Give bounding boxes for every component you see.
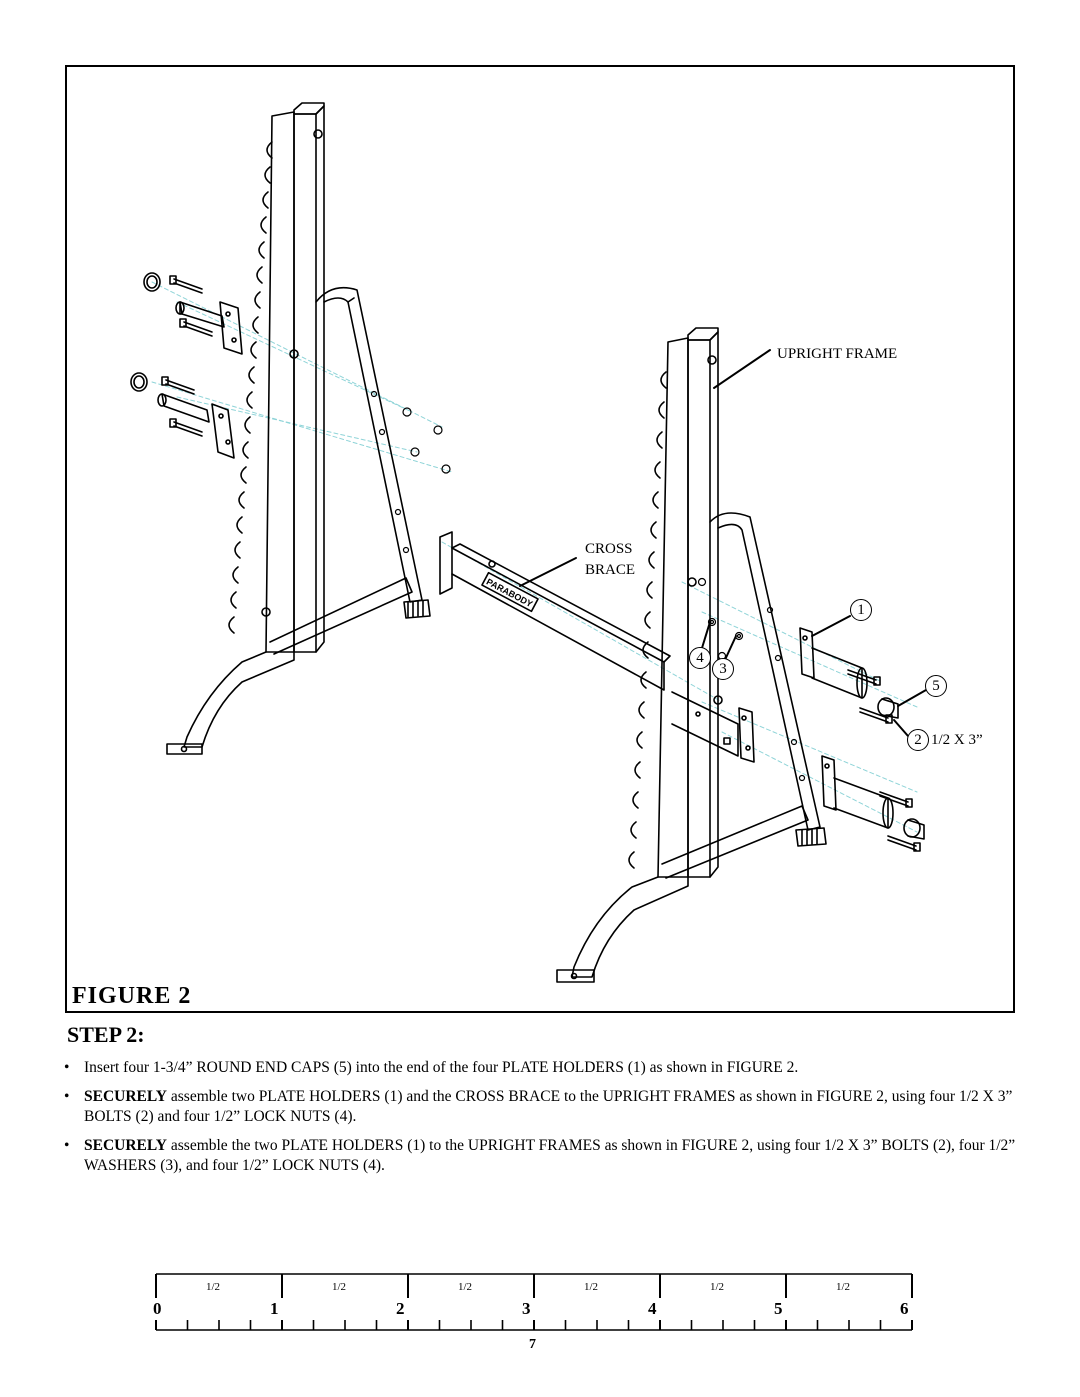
label-bolt-size: 1/2 X 3” [931, 732, 983, 748]
label-cross-brace-line2: BRACE [585, 562, 636, 578]
left-nuts [402, 407, 451, 474]
figure-2-frame: PARABODY [65, 65, 1015, 1013]
ruler-half-label: 1/2 [584, 1281, 598, 1293]
cross-brace: PARABODY [439, 531, 671, 691]
part-number-4: 4 [689, 647, 711, 669]
ruler-inch-label: 2 [396, 1299, 405, 1318]
left-bolt-lower-b [169, 418, 203, 437]
callout-leaders [519, 349, 927, 737]
right-hardware [697, 577, 925, 852]
part-number-1: 1 [850, 599, 872, 621]
ruler-inch-label: 0 [153, 1299, 162, 1318]
right-plate-holder-middle [738, 707, 755, 763]
rear-leg-holes [370, 390, 410, 554]
figure-caption: FIGURE 2 [72, 983, 192, 1009]
ruler-inch-label: 3 [522, 1299, 531, 1318]
ruler-inch-label: 6 [900, 1299, 909, 1318]
left-bolt-upper-a [169, 275, 203, 294]
measurement-ruler: 0 1/2 1 1/2 2 1/2 3 1/2 4 1/2 5 1/2 6 7 [153, 1273, 913, 1352]
right-rear-holes [766, 606, 806, 782]
ruler-half-label: 1/2 [710, 1281, 724, 1293]
right-bolt-lower-a [879, 791, 913, 808]
label-upright-frame: UPRIGHT FRAME [777, 346, 898, 362]
right-plate-holder-notches [628, 371, 667, 869]
squat-rack-exploded-diagram: PARABODY [130, 102, 927, 983]
part-number-5: 5 [925, 675, 947, 697]
ruler-half-label: 1/2 [458, 1281, 472, 1293]
right-plate-holder-upper [799, 627, 868, 699]
instruction-text: Insert four 1-3/4” ROUND END CAPS (5) in… [84, 1059, 799, 1076]
bullet-icon: • [64, 1059, 70, 1076]
right-bolt-upper-b [859, 707, 893, 724]
instruction-emphasis: SECURELY [84, 1088, 167, 1105]
ruler-inch-label: 4 [648, 1299, 657, 1318]
bullet-icon: • [64, 1137, 70, 1154]
left-plate-holder-upper [175, 301, 243, 355]
right-end-cap-lower [903, 818, 925, 840]
plate-holder-notches [228, 141, 273, 634]
part-number-2: 2 [907, 729, 929, 751]
bullet-icon: • [64, 1088, 70, 1105]
instruction-text: assemble two PLATE HOLDERS (1) and the C… [84, 1088, 1013, 1125]
step-heading: STEP 2: [67, 1022, 145, 1047]
left-bolt-upper-b [179, 318, 213, 337]
left-hardware [130, 272, 451, 474]
ruler-half-label: 1/2 [836, 1281, 850, 1293]
instruction-item: • SECURELY assemble two PLATE HOLDERS (1… [62, 1087, 1042, 1127]
ruler-inch-label: 5 [774, 1299, 783, 1318]
ruler-inch-label: 1 [270, 1299, 279, 1318]
instruction-text: assemble the two PLATE HOLDERS (1) to th… [84, 1137, 1016, 1174]
right-plate-holder-lower [821, 755, 894, 829]
instruction-item: • Insert four 1-3/4” ROUND END CAPS (5) … [62, 1058, 1042, 1078]
ruler-bottom-label: 7 [529, 1337, 536, 1352]
part-number-3: 3 [712, 658, 734, 680]
left-end-cap-upper [143, 272, 161, 292]
right-bolt-upper-a [847, 669, 881, 686]
left-end-cap-lower [130, 372, 148, 392]
ruler-half-label: 1/2 [332, 1281, 346, 1293]
left-bolt-lower-a [161, 376, 195, 395]
ruler-half-label: 1/2 [206, 1281, 220, 1293]
instruction-list: • Insert four 1-3/4” ROUND END CAPS (5) … [62, 1058, 1042, 1185]
left-upright-frame [166, 102, 431, 755]
right-upright-frame [556, 327, 827, 983]
instruction-emphasis: SECURELY [84, 1137, 167, 1154]
instruction-item: • SECURELY assemble the two PLATE HOLDER… [62, 1136, 1042, 1176]
right-bolt-lower-b [887, 835, 921, 852]
left-plate-holder-lower [157, 393, 235, 459]
label-cross-brace-line1: CROSS [585, 541, 633, 557]
